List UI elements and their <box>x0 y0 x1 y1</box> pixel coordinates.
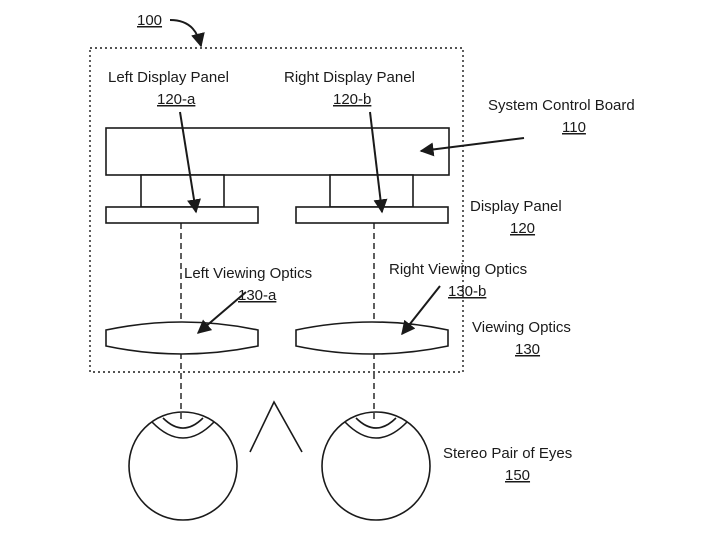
right-eye <box>321 411 431 521</box>
display-panel-label: Display Panel <box>470 198 562 215</box>
left-viewing-optics-label: Left Viewing Optics <box>184 265 312 282</box>
left-eye <box>128 411 238 521</box>
left-eye-cornea-inner <box>162 417 204 429</box>
right-viewing-optics-lens <box>295 321 449 355</box>
viewing-optics-label: Viewing Optics <box>472 319 571 336</box>
right-display-panel-label: Right Display Panel <box>284 69 415 86</box>
left-display-panel-label: Left Display Panel <box>108 69 229 86</box>
system-control-board <box>105 127 450 176</box>
right-eye-cornea-outer <box>344 421 408 439</box>
right-optics-leader <box>401 285 441 336</box>
viewing-optics-ref: 130 <box>515 341 540 358</box>
right-display-panel-ref: 120-b <box>333 91 371 108</box>
left-display-panel-ref: 120-a <box>157 91 196 108</box>
left-panel-leader <box>179 111 201 214</box>
right-viewing-optics-ref: 130-b <box>448 283 486 300</box>
display-panel-ref: 120 <box>510 220 535 237</box>
right-panel-mount <box>329 174 414 208</box>
right-viewing-optics-label: Right Viewing Optics <box>389 261 527 278</box>
control-board-leader <box>419 137 525 157</box>
left-optics-leader <box>196 291 247 334</box>
left-viewing-optics-ref: 130-a <box>238 287 277 304</box>
left-panel-mount <box>140 174 225 208</box>
left-eye-cornea-outer <box>151 421 215 439</box>
right-panel-leader <box>369 111 388 214</box>
right-display-panel <box>295 206 449 224</box>
system-control-board-ref: 110 <box>562 119 586 136</box>
stereo-eyes-ref: 150 <box>505 467 530 484</box>
system-enclosure <box>89 47 464 373</box>
nose-symbol <box>249 400 303 453</box>
system-control-board-label: System Control Board <box>488 97 635 114</box>
right-eye-cornea-inner <box>355 417 397 429</box>
stereo-eyes-label: Stereo Pair of Eyes <box>443 445 572 462</box>
system-ref-label: 100 <box>137 12 162 29</box>
system-ref-leader <box>169 19 205 48</box>
left-display-panel <box>105 206 259 224</box>
left-viewing-optics-lens <box>105 321 259 355</box>
